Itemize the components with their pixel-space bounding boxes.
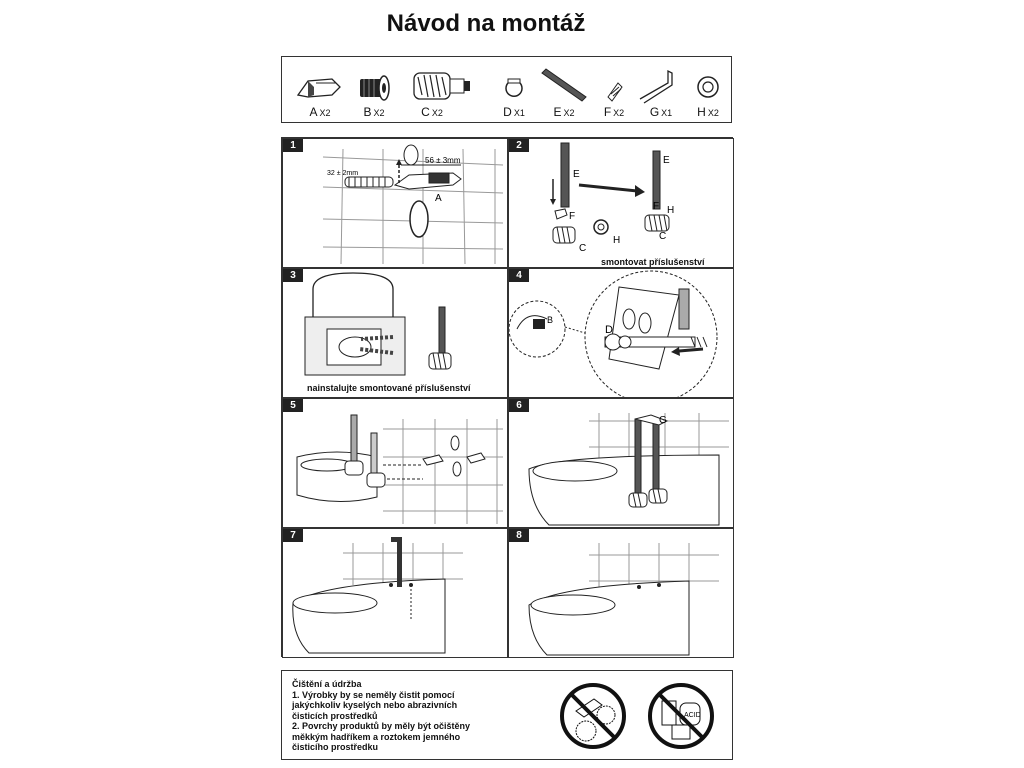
svg-text:H: H <box>613 235 620 246</box>
rod-icon <box>541 68 587 102</box>
step-8: 8 <box>508 528 734 658</box>
svg-text:H: H <box>667 205 674 216</box>
care-item-2: 2. Povrchy produktů by měly být očištěny <box>292 721 471 731</box>
step-6-illustration: G <box>528 413 729 526</box>
svg-text:ACID: ACID <box>684 712 701 719</box>
step-number: 4 <box>509 269 529 282</box>
svg-text:C: C <box>579 243 586 254</box>
step-5: 5 <box>282 398 508 528</box>
step-3-illustration <box>304 272 452 376</box>
step-caption: nainstalujte smontované příslušenství <box>307 383 471 393</box>
step-2: 2 E F C H E F H C smontovat příslušenstv… <box>508 138 734 268</box>
step-5-illustration <box>296 414 503 524</box>
care-item-1: 1. Výrobky by se neměly čistit pomocí <box>292 689 455 700</box>
svg-text:E: E <box>573 169 580 180</box>
step-1-illustration: 56 ± 3mm 32 ± 2mm A <box>322 144 504 265</box>
step-number: 5 <box>283 399 303 412</box>
step-4-illustration: B D <box>509 270 718 397</box>
step-caption: smontovat příslušenství <box>601 257 705 267</box>
svg-text:C: C <box>659 231 666 242</box>
step-2-illustration: E F C H E F H C <box>550 142 674 254</box>
care-heading: Čištění a údržba <box>292 679 362 689</box>
care-item-2-cont: měkkým hadříkem a roztokem jemného <box>292 731 461 742</box>
step-number: 6 <box>509 399 529 412</box>
step-3: 3 nainstalujte smontované příslušenství <box>282 268 508 398</box>
step-1: 1 56 ± 3mm 32 ± 2mm A <box>282 138 508 268</box>
svg-text:F: F <box>569 211 575 222</box>
steps-grid: 1 56 ± 3mm 32 ± 2mm A <box>281 137 734 658</box>
svg-text:B: B <box>547 315 553 325</box>
cap-icon <box>607 82 623 102</box>
step-number: 2 <box>509 139 529 152</box>
care-item-1-end: čisticích prostředků <box>292 710 378 721</box>
svg-text:D: D <box>605 324 613 336</box>
no-acid-icon: ACID <box>646 681 716 751</box>
bushing-icon <box>360 75 390 101</box>
svg-text:E: E <box>663 155 670 166</box>
step-number: 8 <box>509 529 529 542</box>
step-4: 4 B D <box>508 268 734 398</box>
svg-text:A: A <box>435 193 442 204</box>
step-6: 6 G <box>508 398 734 528</box>
step-number: 7 <box>283 529 303 542</box>
ring-icon <box>505 78 523 98</box>
svg-text:F: F <box>653 201 659 212</box>
page-title: Návod na montáž <box>386 10 586 37</box>
step-8-illustration <box>528 543 719 656</box>
care-item-1-cont: jakýchkoliv kyselých nebo abrazivních <box>292 700 458 710</box>
svg-text:32 ± 2mm: 32 ± 2mm <box>327 170 358 177</box>
step-7-illustration <box>292 537 463 654</box>
step-7: 7 <box>282 528 508 658</box>
anchor-icon <box>413 72 470 100</box>
care-text: Čištění a údržba 1. Výrobky by se neměly… <box>292 679 522 753</box>
step-number: 3 <box>283 269 303 282</box>
washer-icon <box>697 76 719 98</box>
hex-key-icon <box>639 69 673 104</box>
step-number: 1 <box>283 139 303 152</box>
svg-text:56 ± 3mm: 56 ± 3mm <box>425 156 461 165</box>
care-item-2-end: čisticího prostředku <box>292 742 379 752</box>
svg-text:G: G <box>659 415 667 426</box>
bit-icon <box>296 78 341 98</box>
no-abrasive-tools-icon <box>558 681 628 751</box>
care-section: Čištění a údržba 1. Výrobky by se neměly… <box>281 670 733 760</box>
